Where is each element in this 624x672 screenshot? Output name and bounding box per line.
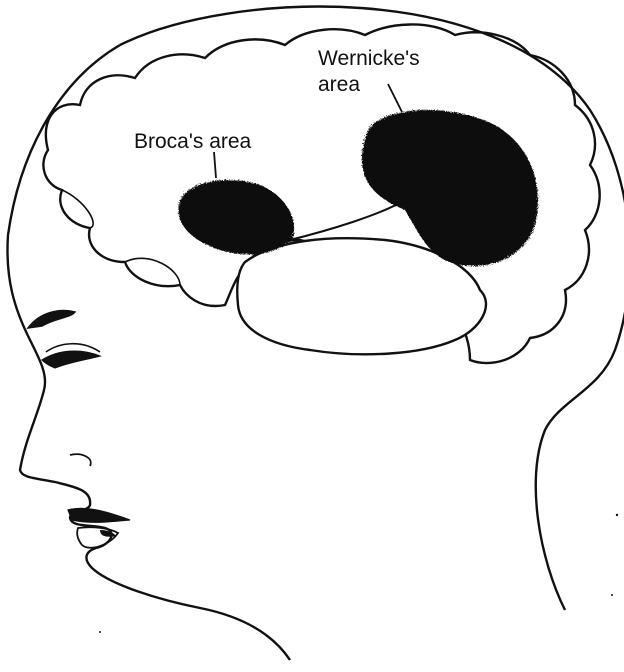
sylvian-fissure	[290, 200, 405, 240]
eyebrow	[28, 311, 75, 328]
scan-dot	[616, 514, 618, 516]
broca-leader-line	[214, 152, 216, 178]
wernicke-area-label-line2: area	[318, 72, 420, 98]
cerebrum-inner-fold	[62, 190, 180, 285]
head-front-outline	[8, 45, 120, 235]
nostril	[70, 454, 91, 466]
wernicke-area-label: Wernicke's area	[318, 46, 420, 98]
broca-area-label: Broca's area	[134, 129, 251, 155]
eye	[42, 351, 100, 368]
broca-area-region	[178, 180, 294, 254]
upper-lip	[68, 508, 130, 522]
scan-dot	[611, 594, 613, 596]
wernicke-area-label-line1: Wernicke's	[318, 46, 420, 72]
scan-dot	[99, 631, 101, 633]
